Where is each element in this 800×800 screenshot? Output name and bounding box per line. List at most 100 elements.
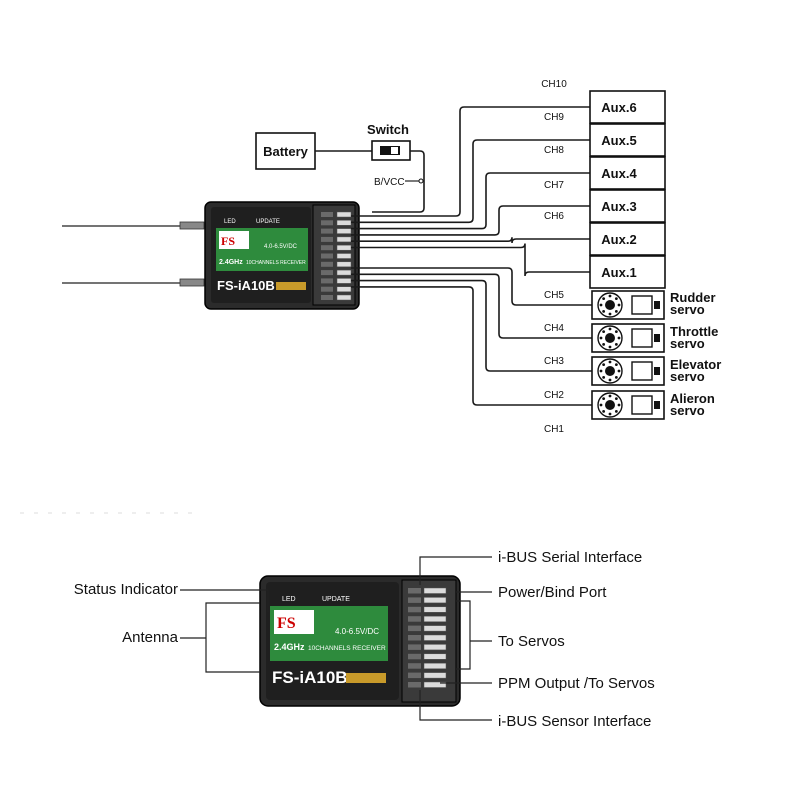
antenna-label: Antenna	[122, 629, 179, 646]
to-servos-label: To Servos	[498, 633, 565, 650]
channel-label: CH7	[544, 180, 564, 191]
header-slot	[321, 253, 333, 259]
channel-label: CH8	[544, 145, 564, 156]
channel-label: CH4	[544, 323, 564, 334]
header-pin	[336, 244, 352, 251]
model-text: FS-iA10B	[217, 278, 275, 293]
aux-boxes: Aux.6 Aux.5 Aux.4 Aux.3 Aux.2 Aux.1	[589, 90, 666, 289]
bottom-callouts	[180, 556, 492, 721]
aux-wire	[351, 106, 590, 217]
header-pin	[336, 220, 352, 226]
bvcc-label: B/VCC	[374, 177, 405, 188]
channels-text: 10CHANNELS RECEIVER	[246, 260, 306, 266]
update-label: UPDATE	[322, 596, 350, 603]
channel-label: CH2	[544, 390, 564, 401]
header-pin	[423, 606, 447, 613]
header-slot	[408, 588, 421, 594]
top-wires	[351, 106, 592, 406]
header-slot	[408, 635, 421, 641]
servo-name: Alieron	[670, 391, 715, 406]
servo-icon	[591, 290, 665, 320]
header-pin	[336, 286, 352, 292]
header-pin	[423, 681, 447, 688]
aux-box-label: Aux.4	[601, 166, 637, 181]
header-pin	[423, 615, 447, 622]
bottom-receiver: LED UPDATE FS 4.0-6.5V/DC 2.4GHz 10CHANN…	[259, 575, 461, 707]
channel-labels: CH10 CH9 CH8 CH7 CH6 CH5 CH4 CH3 CH2 CH1	[541, 79, 567, 435]
update-label: UPDATE	[256, 219, 280, 225]
power-bind-label: Power/Bind Port	[498, 584, 607, 601]
header-pin	[336, 261, 352, 268]
top-antennas	[62, 221, 205, 287]
header-pin	[423, 662, 447, 669]
aux-box-label: Aux.1	[601, 265, 636, 280]
channel-label: CH9	[544, 112, 564, 123]
aux-wire	[351, 243, 590, 277]
model-text: FS-iA10B	[272, 668, 348, 687]
header-pin	[336, 269, 352, 276]
aux-wire	[351, 139, 590, 224]
header-slot	[321, 295, 333, 300]
header-slot	[408, 625, 421, 632]
servo-name: Rudder	[670, 290, 716, 305]
ch10-label: CH10	[541, 79, 567, 90]
aux-box: Aux.1	[589, 255, 666, 289]
servo-icon	[591, 356, 665, 386]
header-pin	[423, 644, 447, 651]
aux-box: Aux.3	[589, 189, 666, 223]
voltage-text: 4.0-6.5V/DC	[335, 627, 379, 636]
aux-box-label: Aux.2	[601, 232, 636, 247]
header-slot	[321, 286, 333, 292]
header-slot	[321, 228, 333, 234]
switch-label: Switch	[367, 122, 409, 137]
switch: Switch	[367, 122, 411, 161]
servo-type: servo	[670, 369, 705, 384]
header-pin	[423, 625, 447, 632]
aux-wire	[351, 205, 590, 236]
header-pin	[423, 634, 447, 641]
header-slot	[408, 672, 421, 679]
header-pin	[423, 672, 447, 679]
servo-labels: Rudder servo Throttle servo Elevator ser…	[670, 290, 721, 418]
header-pin	[336, 236, 352, 243]
header-pin	[423, 597, 447, 604]
servo-type: servo	[670, 302, 705, 317]
header-pin	[423, 653, 447, 660]
servos	[591, 290, 665, 420]
channel-label: CH1	[544, 424, 564, 435]
channels-text: 10CHANNELS RECEIVER	[308, 645, 386, 652]
header-slot	[408, 653, 421, 660]
servo-name: Throttle	[670, 324, 718, 339]
servo-type: servo	[670, 336, 705, 351]
aux-box: Aux.6	[589, 90, 666, 124]
ppm-output-label: PPM Output /To Servos	[498, 675, 655, 692]
battery-box: Battery	[255, 132, 316, 170]
servo-wire	[351, 267, 592, 306]
header-slot	[408, 663, 421, 669]
servo-wire	[351, 273, 592, 339]
header-slot	[321, 236, 333, 242]
header-slot	[321, 245, 333, 251]
aux-box: Aux.2	[589, 222, 666, 256]
servo-wire	[351, 286, 592, 406]
svg-text:FS: FS	[221, 234, 235, 248]
header-slot	[321, 278, 333, 284]
aux-box-label: Aux.6	[601, 100, 636, 115]
header-slot	[408, 644, 421, 650]
header-slot	[408, 682, 421, 688]
bottom-labels: Status Indicator Antenna i-BUS Serial In…	[74, 549, 655, 730]
channel-label: CH5	[544, 290, 564, 301]
aux-box-label: Aux.5	[601, 133, 636, 148]
header-slot	[408, 597, 421, 603]
channel-label: CH6	[544, 211, 564, 222]
header-slot	[321, 220, 333, 226]
band-text: 2.4GHz	[219, 259, 243, 266]
header-slot	[408, 616, 421, 622]
header-pin	[423, 587, 447, 594]
header-slot	[321, 270, 333, 276]
header-pin	[336, 253, 352, 259]
header-slot	[408, 606, 421, 613]
led-label: LED	[224, 219, 236, 225]
header-pin	[336, 278, 352, 284]
